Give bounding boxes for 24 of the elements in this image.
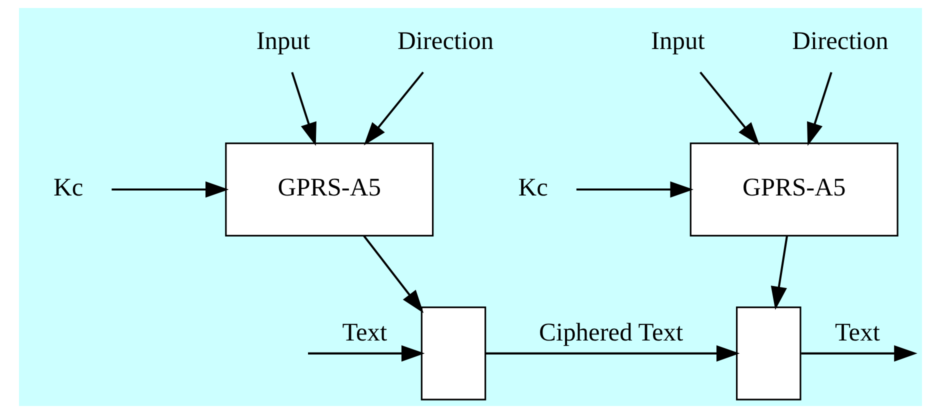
arrow <box>364 72 424 146</box>
arrow <box>770 236 788 310</box>
node-text: Direction <box>397 26 494 56</box>
edge-label: Text <box>342 317 388 346</box>
node-box: GPRS-A5 <box>690 142 898 236</box>
arrow <box>700 72 760 146</box>
edge-label: Ciphered Text <box>539 317 684 346</box>
arrow <box>308 345 425 362</box>
arrow <box>112 181 229 198</box>
arrow <box>807 72 832 146</box>
arrow <box>801 345 918 362</box>
arrow <box>363 235 424 314</box>
arrow <box>291 72 316 146</box>
node-text: Kc <box>53 172 84 202</box>
node-box: GPRS-A5 <box>225 142 434 236</box>
arrow <box>576 181 694 198</box>
node-text: Input <box>651 26 705 56</box>
node-text: Direction <box>792 26 888 56</box>
node-text: Kc <box>518 172 548 202</box>
node-text: Input <box>256 26 310 56</box>
arrow <box>485 345 740 362</box>
edge-label: Text <box>835 317 880 346</box>
node-trapezoid <box>420 306 486 400</box>
node-trapezoid <box>736 306 802 400</box>
